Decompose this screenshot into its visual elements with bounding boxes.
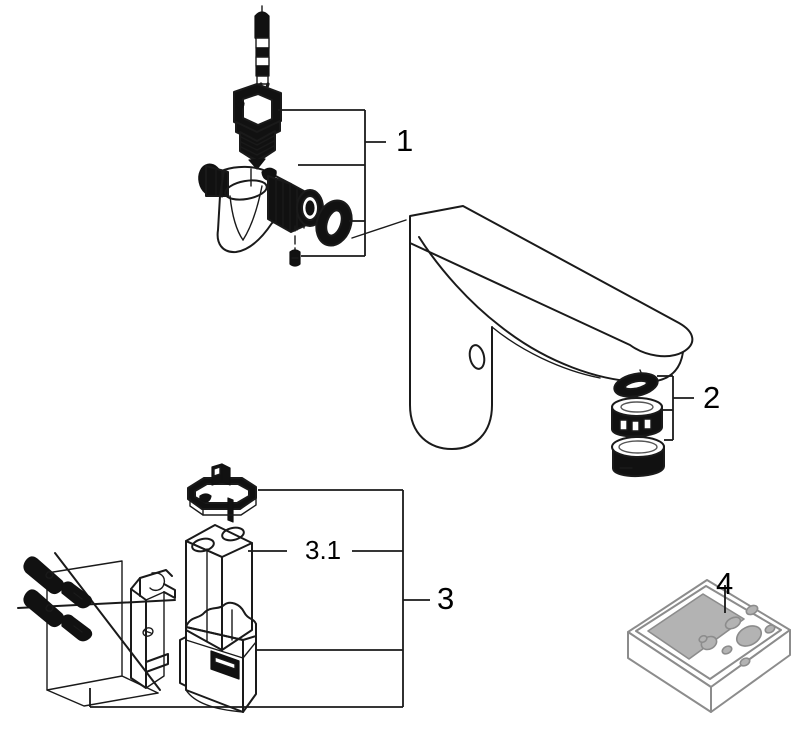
part-mounting-clip-bracket (130, 569, 176, 689)
callout-label-3: 3 (437, 581, 455, 616)
part-battery-holder (185, 524, 253, 651)
part-control-battery-box (179, 601, 257, 713)
part-faucet-spout-body (351, 205, 694, 450)
callout-label-4: 4 (716, 566, 734, 601)
part-aerator-gasket (613, 372, 659, 398)
threaded-shank (239, 130, 276, 163)
part-angle-valve-body (198, 163, 324, 254)
callout-label-3-1: 3.1 (305, 535, 342, 565)
part-grub-screw (289, 249, 301, 267)
valve-outlet (267, 175, 324, 233)
part-wall-anchor-screw-set (17, 552, 176, 707)
part-o-ring-seal (315, 199, 353, 247)
part-remote-control (627, 579, 791, 713)
part-solenoid-valve-assembly (233, 5, 282, 187)
part-aerator-insert (611, 397, 663, 438)
callout-bracket-1 (278, 109, 386, 257)
callout-label-2: 2 (703, 380, 721, 415)
callout-bracket-2 (657, 375, 694, 441)
part-battery-cover-cap (187, 463, 257, 523)
part-aerator-housing-ring (611, 436, 665, 478)
callout-label-1: 1 (396, 123, 414, 158)
callout-bracket-3 (89, 489, 430, 708)
